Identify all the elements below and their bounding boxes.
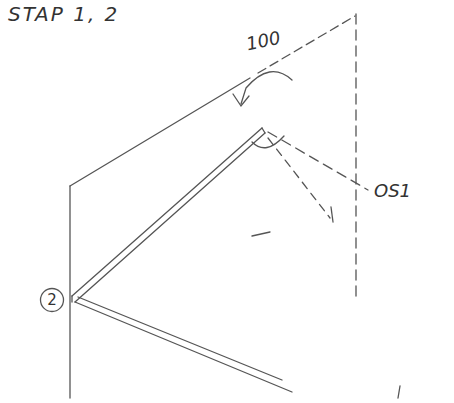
plane-edge [69,186,70,398]
tick [331,207,333,222]
rod [75,133,265,302]
rod [72,128,262,296]
tick [398,386,400,398]
rod [262,128,265,133]
rotation-arrow [241,72,292,104]
rod [71,296,72,302]
plane-edge-hidden [355,14,356,300]
moment-value: 100 [244,27,282,55]
tick [252,232,270,236]
callout-number: 2 [47,293,57,308]
hidden-line [268,138,330,218]
arrow-head [233,94,249,106]
axis-name: OS1 [374,180,411,201]
axis-line [268,132,368,190]
callout-circle: 2 [39,287,65,313]
rod [78,297,282,380]
rod [75,302,292,392]
circle-outline [41,289,64,312]
step-title: STAP 1, 2 [8,2,119,26]
